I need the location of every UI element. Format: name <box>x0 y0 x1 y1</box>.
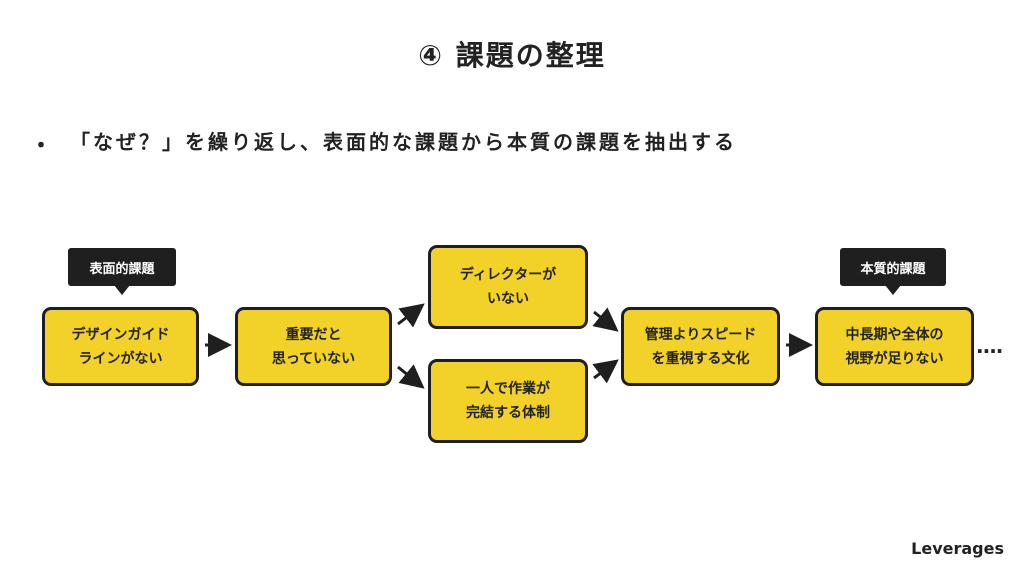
arrow-b2-to-b3 <box>397 303 425 328</box>
arrow-b2-to-b4 <box>397 364 425 389</box>
continuation-ellipsis: .... <box>976 334 1003 358</box>
page-title: ④ 課題の整理 <box>418 39 606 72</box>
box-no-design-guideline: デザインガイド ラインがない <box>42 307 199 386</box>
box-solo-work-structure: 一人で作業が 完結する体制 <box>428 359 588 443</box>
box-no-director: ディレクターが いない <box>428 245 588 329</box>
tag-surface-issue: 表面的課題 <box>68 248 176 295</box>
box-not-considered-important: 重要だと 思っていない <box>235 307 392 386</box>
brand-logo: Leverages <box>911 539 1004 558</box>
arrow-b3-to-b5 <box>592 307 619 332</box>
bullet-marker: ・ <box>30 134 53 159</box>
box-lack-of-long-term-perspective: 中長期や全体の 視野が足りない <box>815 307 974 386</box>
box-speed-over-management-culture: 管理よりスピード を重視する文化 <box>621 307 780 386</box>
arrow-b4-to-b5 <box>592 359 619 384</box>
tag-essential-issue: 本質的課題 <box>840 248 946 295</box>
bullet-text: 「なぜ？」を繰り返し、表面的な課題から本質の課題を抽出する <box>70 130 737 154</box>
